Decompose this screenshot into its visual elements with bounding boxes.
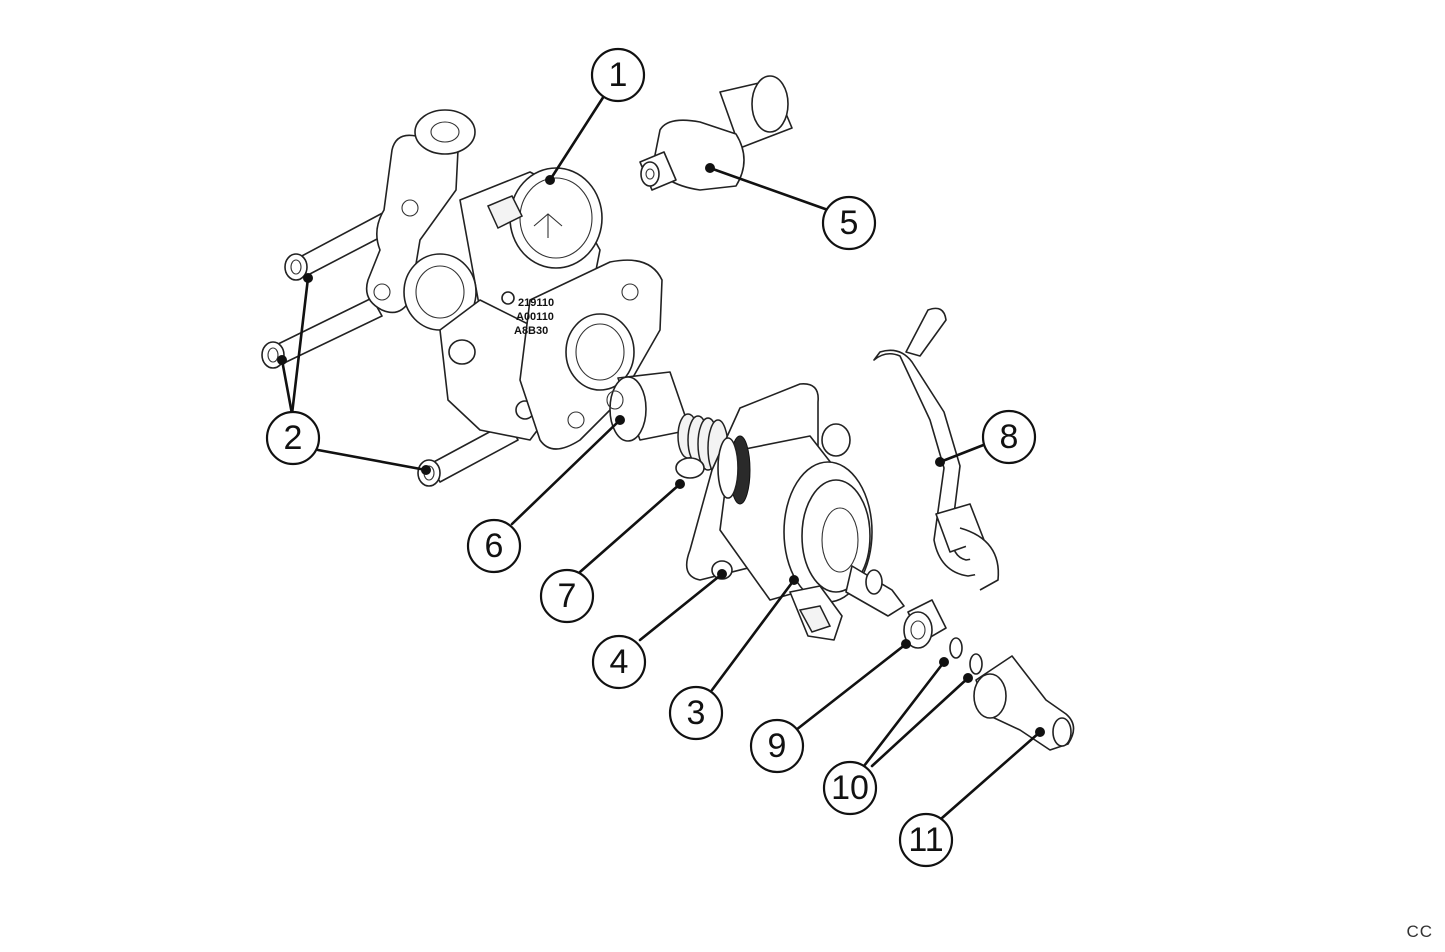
leader-11 — [940, 730, 1042, 820]
callout-8-label: 8 — [1000, 418, 1019, 456]
leader-lines — [277, 94, 1045, 820]
callout-10-label: 10 — [831, 769, 869, 807]
callouts: 1 2 3 4 5 6 7 8 — [265, 47, 1037, 868]
callout-9: 9 — [749, 718, 805, 774]
pump-body-part — [685, 383, 905, 641]
callout-5: 5 — [821, 195, 877, 251]
corner-mark: CC — [1406, 922, 1433, 941]
callout-5-label: 5 — [840, 204, 859, 242]
leader-7 — [578, 482, 682, 574]
callout-9-label: 9 — [768, 727, 787, 765]
main-housing-part: 219110 A00110 A8B30 — [365, 109, 663, 450]
spring-part — [675, 413, 729, 479]
fuel-pipe-part — [873, 307, 1000, 591]
tappet-sleeve-part — [639, 75, 793, 191]
leader-9 — [794, 642, 908, 732]
callout-11: 11 — [898, 812, 954, 868]
callout-8: 8 — [981, 409, 1037, 465]
callout-10: 10 — [822, 760, 878, 816]
callout-1-label: 1 — [609, 56, 628, 94]
stamp-line-2: A00110 — [516, 311, 554, 323]
callout-4: 4 — [591, 634, 647, 690]
callout-2: 2 — [265, 410, 321, 466]
stamp-line-1: 219110 — [518, 297, 554, 309]
callout-3-label: 3 — [687, 694, 706, 732]
leader-4 — [638, 572, 724, 642]
leader-2c — [316, 448, 428, 472]
leader-3 — [710, 578, 796, 692]
callout-1: 1 — [590, 47, 646, 103]
leader-6 — [510, 418, 622, 526]
housing-stamp: 219110 A00110 A8B30 — [514, 297, 554, 337]
callout-6-label: 6 — [485, 527, 504, 565]
leader-10b — [870, 676, 970, 768]
union-fitting-part — [973, 655, 1075, 751]
leader-5 — [708, 166, 830, 212]
bolt-top — [284, 207, 403, 281]
callout-4-label: 4 — [610, 643, 629, 681]
leader-2a — [290, 276, 310, 416]
leader-2b — [280, 358, 294, 416]
leader-8 — [938, 442, 988, 464]
mounting-bolts-part — [261, 207, 519, 487]
leader-1 — [548, 94, 606, 182]
sleeve-part — [606, 371, 691, 442]
stamp-line-3: A8B30 — [514, 325, 548, 337]
fitting-nut-part — [903, 599, 947, 649]
callout-11-label: 11 — [908, 821, 943, 859]
callout-2-label: 2 — [284, 419, 303, 457]
callout-7: 7 — [539, 568, 595, 624]
callout-3: 3 — [668, 685, 724, 741]
seal-rings-part — [949, 637, 983, 675]
leader-10a — [862, 660, 946, 768]
callout-7-label: 7 — [558, 577, 577, 615]
callout-6: 6 — [466, 518, 522, 574]
